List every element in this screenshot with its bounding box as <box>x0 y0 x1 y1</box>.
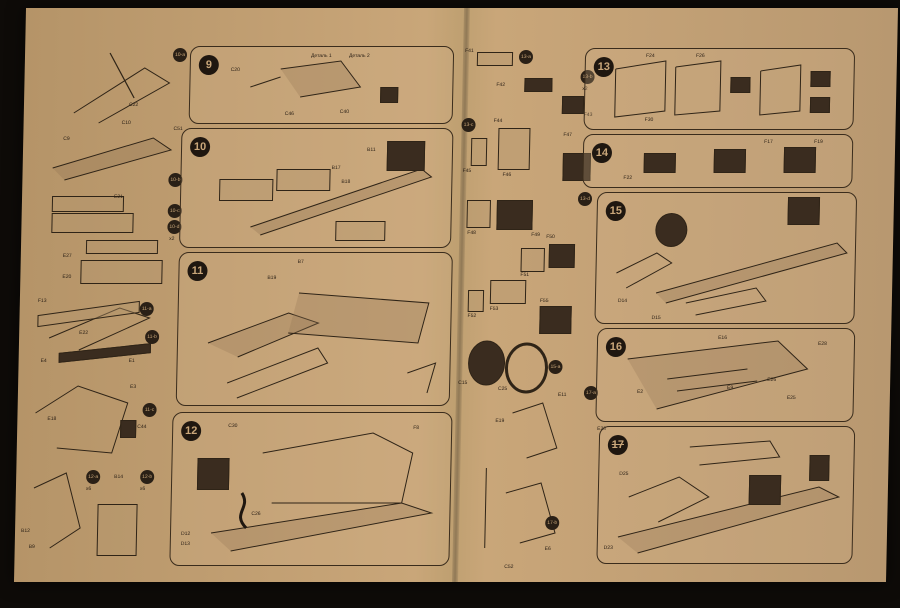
label-e11: E11 <box>557 392 567 398</box>
label-d23: D23 <box>603 545 613 551</box>
step-10-drawing <box>250 168 433 236</box>
label-f19: F19 <box>814 139 823 145</box>
step-12-panel: 12 C30 C26 D12 D13 F8 <box>169 412 453 566</box>
label-d14: D14 <box>617 298 628 304</box>
label-d25: D25 <box>619 471 629 477</box>
step-17-panel: 17 D25 D23 <box>596 426 856 564</box>
step-11-panel: 11 B19 B7 <box>175 252 453 406</box>
step-16-panel: 16 E16 E9 E2 E28 E26 E25 <box>595 328 856 422</box>
part-13-box-a <box>730 77 751 93</box>
label-e28: E28 <box>817 341 827 347</box>
label-f30: F30 <box>644 117 654 123</box>
label-e6: E6 <box>544 546 551 552</box>
label-c15: C15 <box>458 380 468 386</box>
part-13-box-b <box>810 71 831 87</box>
part-15-rack <box>787 197 821 225</box>
step-15-panel: 15 D14 D15 <box>594 192 858 324</box>
label-f22: F22 <box>623 175 633 181</box>
label-d15: D15 <box>651 315 661 321</box>
left-column-drawing <box>33 52 173 549</box>
label-f17: F17 <box>764 139 773 145</box>
part-14-c <box>783 147 817 173</box>
step-10-panel: 10 B11 B17 B18 <box>178 128 454 248</box>
instruction-sheet: 10-a C22 C9 C10 C51 10-b E21 10-c 10-d x… <box>13 8 899 582</box>
step-13-panel: 13 F24 F26 F30 <box>583 48 856 130</box>
part-14-b <box>713 149 747 173</box>
label-c52: C52 <box>504 564 514 570</box>
middle-column-drawing <box>468 340 558 548</box>
label-e26: E26 <box>767 377 777 383</box>
label-e2: E2 <box>636 389 644 395</box>
step-14-panel: 14 F22 F17 F19 <box>582 134 854 188</box>
label-f26: F26 <box>695 53 705 59</box>
part-13-box-c <box>809 97 831 113</box>
step-15-drawing <box>616 242 848 316</box>
step-13-drawing <box>614 60 802 118</box>
step-9-panel: 9 Деталь 1 Деталь 2 C20 C46 C40 <box>188 46 455 124</box>
label-c25: C25 <box>497 386 508 392</box>
step-12-drawing <box>210 432 434 552</box>
label-e9: E9 <box>726 385 734 391</box>
step-9-drawing <box>250 60 362 98</box>
step-16-drawing <box>627 340 809 410</box>
step-17-drawing <box>617 440 841 554</box>
step-14-number: 14 <box>591 143 613 163</box>
part-14-a <box>643 153 676 173</box>
part-17-door <box>809 455 830 481</box>
label-e16: E16 <box>718 335 728 341</box>
label-e25: E25 <box>786 395 796 401</box>
label-f24: F24 <box>645 53 655 59</box>
label-e19: E19 <box>495 418 505 424</box>
part-17-engine <box>748 475 782 505</box>
step-11-drawing <box>207 292 437 399</box>
